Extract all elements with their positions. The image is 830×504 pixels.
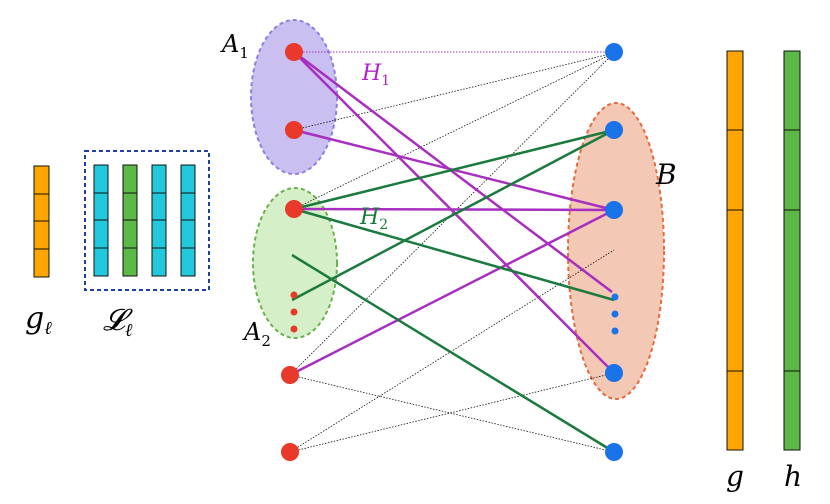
label-L-ell: 𝓛ℓ: [103, 303, 133, 341]
label-h: h: [784, 460, 802, 493]
label-A1: A1: [220, 30, 249, 62]
H1-edges: [289, 51, 615, 377]
node-a2-dot1: [290, 291, 298, 299]
node-b-1: [605, 121, 623, 139]
label-H2: H2: [359, 205, 388, 233]
group-A2-ellipse: [252, 187, 338, 339]
node-b-2: [605, 201, 623, 219]
node-b-3: [605, 364, 623, 382]
label-H1: H1: [361, 61, 390, 89]
node-b-dot3: [611, 327, 619, 335]
node-right-1: [605, 43, 623, 61]
node-left-4: [281, 366, 299, 384]
label-B: B: [655, 158, 677, 191]
label-g: g: [726, 460, 744, 493]
node-a2-dot2: [290, 308, 298, 316]
node-a1-bottom: [285, 121, 303, 139]
node-b-dot2: [611, 310, 619, 318]
g-vector: [726, 50, 744, 451]
node-a2-dot3: [290, 325, 298, 333]
label-A2: A2: [242, 318, 271, 350]
right-nodes: [605, 43, 623, 461]
h-vector: [783, 50, 801, 451]
H2-edges: [291, 128, 615, 454]
node-b-dot1: [611, 293, 619, 301]
L-ell-vectors: [93, 164, 196, 277]
node-a1-top: [285, 43, 303, 61]
g-ell-vector: [33, 165, 50, 278]
node-left-5: [281, 443, 299, 461]
dotted-edges: [289, 52, 615, 453]
left-nodes: [281, 43, 303, 461]
label-g-ell: gℓ: [25, 301, 52, 339]
node-right-6: [605, 443, 623, 461]
node-a2-top: [285, 200, 303, 218]
group-B-ellipse: [567, 102, 665, 400]
L-ell-box: [84, 150, 210, 291]
